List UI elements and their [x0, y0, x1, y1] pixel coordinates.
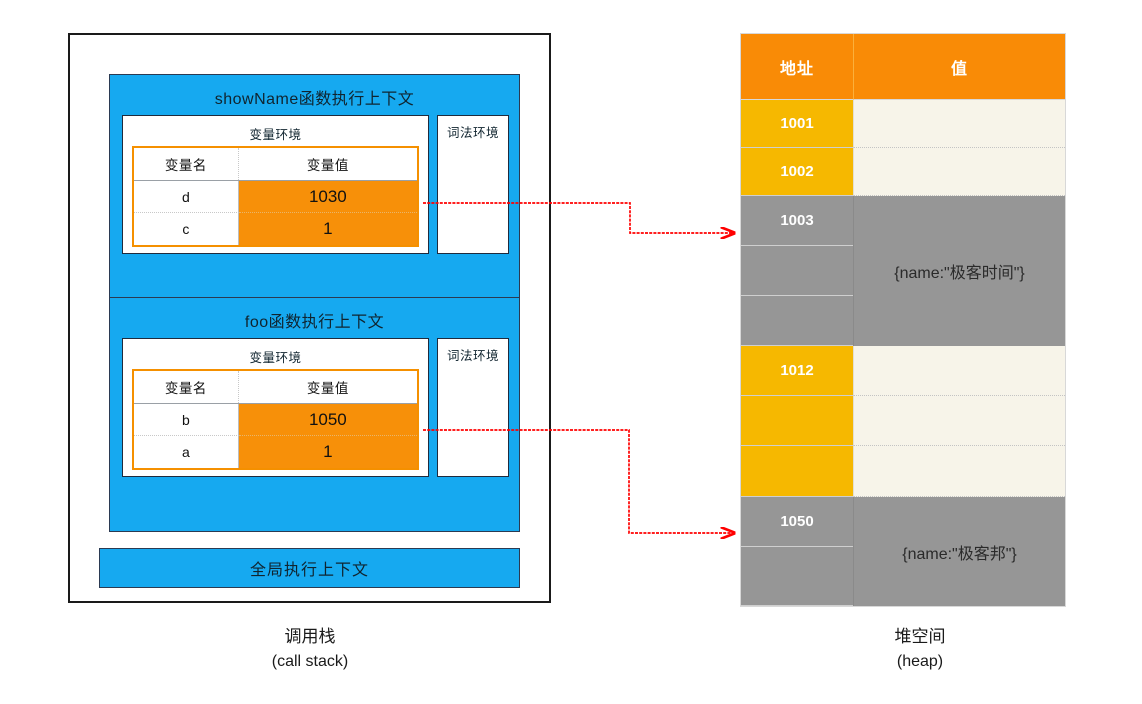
- heap-table-header-row: 地址 值: [741, 34, 1065, 100]
- variable-value-cell: 1050: [238, 404, 417, 436]
- heap-address-cell: [741, 446, 853, 497]
- variable-row: c 1: [134, 213, 417, 245]
- heap-table: 地址 值 1001 1002 1003 {name:"极客时间"} 1012 1…: [740, 33, 1066, 607]
- variable-name-cell: a: [134, 436, 239, 468]
- heap-row: [741, 396, 1065, 446]
- caption-heap: 堆空间 (heap): [800, 624, 1040, 674]
- heap-address-cell: [741, 547, 853, 606]
- caption-call-stack-cn: 调用栈: [284, 627, 336, 646]
- variable-environment-panel: 变量环境 变量名 变量值 d 1030 c 1: [122, 115, 429, 254]
- lexical-environment-panel: 词法环境: [437, 338, 509, 477]
- variable-row: a 1: [134, 436, 417, 468]
- heap-value-cell: [853, 346, 1065, 396]
- variable-value-cell: 1030: [238, 181, 417, 213]
- call-stack-container: showName函数执行上下文 变量环境 变量名 变量值 d 1030 c 1 …: [68, 33, 551, 603]
- heap-object-block: 1003 {name:"极客时间"}: [741, 196, 1065, 346]
- heap-object-value: {name:"极客邦"}: [853, 497, 1065, 606]
- heap-address-cell: 1050: [741, 497, 853, 547]
- heap-address-cell: 1001: [741, 100, 853, 148]
- column-header-variable-value: 变量值: [238, 371, 417, 403]
- heap-address-cell: [741, 396, 853, 446]
- heap-row: 1002: [741, 148, 1065, 196]
- heap-value-cell: [853, 396, 1065, 446]
- variable-environment-title: 变量环境: [249, 351, 302, 365]
- column-header-variable-name: 变量名: [134, 148, 239, 180]
- heap-address-group: 1050: [741, 497, 853, 606]
- heap-row: [741, 446, 1065, 497]
- heap-address-cell: [741, 246, 853, 296]
- variable-table-header-row: 变量名 变量值: [134, 371, 417, 404]
- heap-address-cell: [741, 296, 853, 346]
- lexical-environment-title: 词法环境: [446, 126, 499, 140]
- column-header-variable-value: 变量值: [238, 148, 417, 180]
- execution-context-title: 全局执行上下文: [249, 562, 369, 579]
- heap-address-cell: 1003: [741, 196, 853, 246]
- lexical-environment-title: 词法环境: [446, 349, 499, 363]
- execution-context-title: showName函数执行上下文: [214, 91, 415, 108]
- variable-value-cell: 1: [238, 436, 417, 468]
- caption-heap-en: (heap): [896, 652, 944, 670]
- column-header-variable-name: 变量名: [134, 371, 239, 403]
- heap-row: 1001: [741, 100, 1065, 148]
- column-header-address: 地址: [741, 34, 853, 100]
- heap-value-cell: [853, 148, 1065, 196]
- heap-address-group: 1003: [741, 196, 853, 346]
- variable-name-cell: c: [134, 213, 239, 245]
- heap-row: 1012: [741, 346, 1065, 396]
- variable-environment-title: 变量环境: [249, 128, 302, 142]
- variable-table: 变量名 变量值 b 1050 a 1: [132, 369, 419, 470]
- caption-call-stack-en: (call stack): [271, 652, 349, 670]
- execution-context-global[interactable]: 全局执行上下文: [99, 548, 520, 588]
- variable-table: 变量名 变量值 d 1030 c 1: [132, 146, 419, 247]
- execution-context-foo[interactable]: foo函数执行上下文 变量环境 变量名 变量值 b 1050 a 1 词法环境: [109, 297, 520, 532]
- heap-address-cell: 1002: [741, 148, 853, 196]
- execution-context-showname[interactable]: showName函数执行上下文 变量环境 变量名 变量值 d 1030 c 1 …: [109, 74, 520, 309]
- column-header-value: 值: [853, 34, 1065, 100]
- caption-heap-cn: 堆空间: [894, 627, 946, 646]
- heap-object-block: 1050 {name:"极客邦"}: [741, 497, 1065, 606]
- variable-environment-panel: 变量环境 变量名 变量值 b 1050 a 1: [122, 338, 429, 477]
- caption-call-stack: 调用栈 (call stack): [160, 624, 460, 674]
- variable-row: d 1030: [134, 181, 417, 213]
- variable-name-cell: d: [134, 181, 239, 213]
- heap-value-cell: [853, 446, 1065, 497]
- heap-value-cell: [853, 100, 1065, 148]
- variable-name-cell: b: [134, 404, 239, 436]
- execution-context-title: foo函数执行上下文: [244, 314, 385, 331]
- variable-row: b 1050: [134, 404, 417, 436]
- variable-table-header-row: 变量名 变量值: [134, 148, 417, 181]
- lexical-environment-panel: 词法环境: [437, 115, 509, 254]
- heap-object-value: {name:"极客时间"}: [853, 196, 1065, 346]
- variable-value-cell: 1: [238, 213, 417, 245]
- heap-address-cell: 1012: [741, 346, 853, 396]
